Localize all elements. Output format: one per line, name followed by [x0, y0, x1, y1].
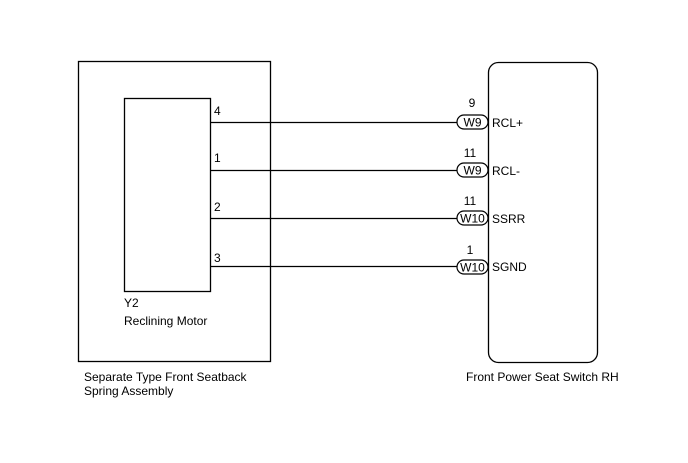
connector-label: W9 [464, 116, 482, 130]
left-pin-label: 2 [214, 200, 221, 214]
signal-label: RCL+ [492, 116, 523, 130]
connector-label: W9 [464, 164, 482, 178]
assembly-name-line2: Spring Assembly [84, 384, 173, 398]
connector-badge [456, 114, 489, 130]
left-pin-label: 4 [214, 104, 221, 118]
seatback-spring-assembly-box [77, 60, 272, 363]
power-seat-switch-box [487, 61, 599, 364]
reclining-motor-box [123, 97, 212, 293]
motor-name-label: Reclining Motor [124, 314, 207, 328]
left-pin-label: 3 [214, 251, 221, 265]
right-pin-label: 9 [469, 96, 476, 110]
wire-row: 1 W9 11 RCL- [210, 146, 520, 178]
signal-label: SSRR [492, 212, 526, 226]
wire-row: 4 W9 9 RCL+ [210, 96, 523, 130]
right-pin-label: 11 [464, 146, 477, 160]
connector-badge [456, 210, 489, 226]
signal-label: RCL- [492, 164, 520, 178]
assembly-name-line1: Separate Type Front Seatback [84, 370, 248, 384]
connector-badge [456, 259, 489, 275]
left-pin-label: 1 [214, 151, 221, 165]
right-pin-label: 11 [464, 194, 477, 208]
switch-name-label: Front Power Seat Switch RH [466, 370, 619, 384]
connector-label: W10 [460, 212, 485, 226]
motor-id-label: Y2 [124, 296, 139, 310]
right-pin-label: 1 [467, 243, 474, 257]
wire-row: 2 W10 11 SSRR [210, 194, 526, 226]
wire-row: 3 W10 1 SGND [210, 243, 527, 275]
connector-label: W10 [460, 261, 485, 275]
signal-label: SGND [492, 260, 527, 274]
connector-badge [456, 162, 489, 178]
